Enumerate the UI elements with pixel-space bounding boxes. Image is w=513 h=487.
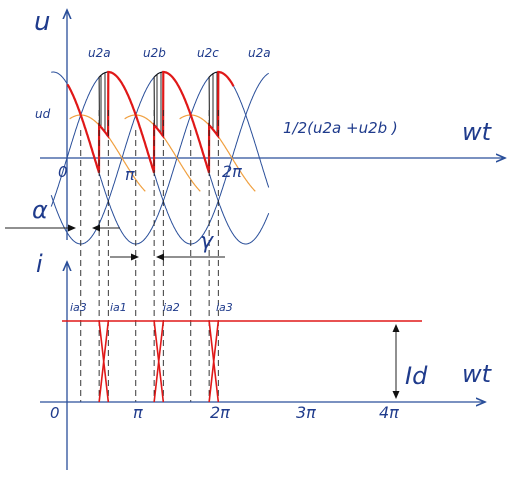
ud-label: ud — [35, 107, 51, 121]
pi-top-label: π — [125, 165, 135, 184]
ia3b-label: ia3 — [216, 301, 233, 314]
wt-top-label: wt — [462, 118, 493, 146]
two-pi-top-label: 2π — [222, 162, 242, 181]
id-label: Id — [405, 362, 428, 390]
i-axis-label: i — [36, 250, 43, 278]
two-pi-bottom-label: 2π — [210, 403, 230, 422]
zero-top-label: 0 — [58, 163, 68, 181]
four-pi-bottom-label: 4π — [379, 403, 399, 422]
u2a-label-1: u2a — [88, 46, 111, 60]
u2b-label: u2b — [143, 46, 166, 60]
commutation-hatch-areas — [98, 71, 219, 139]
ia1-label: ia1 — [110, 301, 127, 314]
output-voltage-ud — [66, 70, 235, 174]
guide-dashes — [80, 110, 219, 402]
ia3-label: ia3 — [70, 301, 87, 314]
phase-wave-0 — [50, 71, 269, 245]
wt-bottom-label: wt — [462, 360, 493, 388]
commutation-currents — [98, 320, 220, 403]
three-pi-bottom-label: 3π — [296, 403, 316, 422]
gamma-label: γ — [200, 229, 214, 254]
current-rise-1 — [153, 320, 165, 403]
u2a-label-2: u2a — [248, 46, 271, 60]
half-sum-formula: 1/2(u2a +u2b ) — [283, 119, 398, 137]
alpha-label: α — [32, 196, 48, 224]
ia2-label: ia2 — [163, 301, 180, 314]
current-rise-2 — [208, 320, 220, 403]
pi-bottom-label: π — [133, 403, 143, 422]
ud-curve — [66, 70, 235, 174]
u2c-label: u2c — [197, 46, 219, 60]
zero-bottom-label: 0 — [50, 404, 60, 422]
current-rise-0 — [98, 320, 110, 403]
u-axis-label: u — [34, 7, 50, 37]
